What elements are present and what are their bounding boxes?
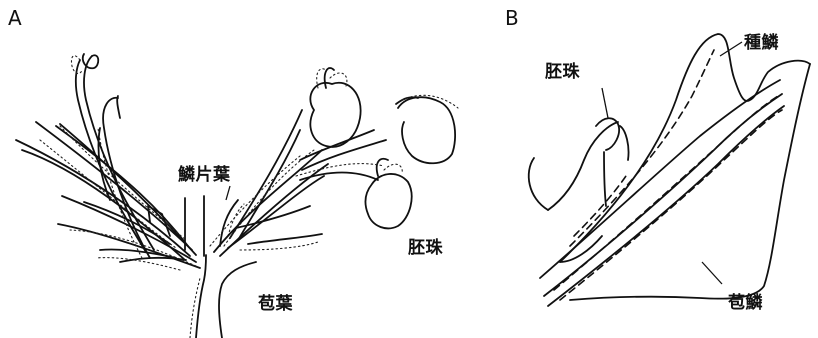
panel-a-letter: A [8,6,22,30]
panel-b-label-ovule: 胚珠 [545,57,580,82]
panel-a-right-ovules [210,68,458,256]
panel-a-label-scale-leaf: 鱗片葉 [178,160,231,185]
panel-b-label-seed-scale: 種鱗 [744,28,779,53]
panel-a-left-curls [71,54,154,258]
panel-b-ovule [529,158,548,210]
panel-a-label-bract: 苞葉 [258,289,293,314]
panel-a-label-ovule: 胚珠 [408,233,443,258]
panel-a-drawing [16,54,458,338]
panel-b-letter: B [505,6,519,30]
panel-b-label-bract-scale: 苞鱗 [728,288,763,313]
